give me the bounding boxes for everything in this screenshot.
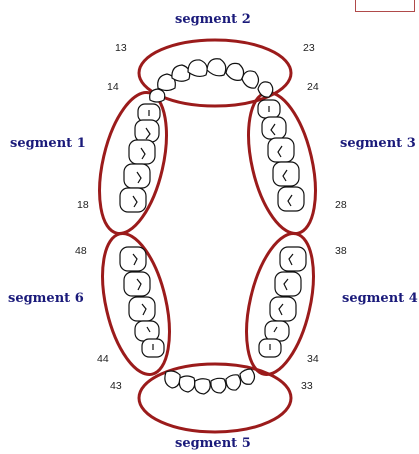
tooth-28a — [273, 162, 299, 186]
tooth-number-34: 34 — [307, 353, 319, 365]
tooth-11 — [188, 60, 207, 77]
tooth-number-28: 28 — [335, 199, 347, 211]
tooth-33 — [240, 369, 255, 384]
tooth-28b — [278, 187, 304, 211]
segment-3-label: segment 3 — [340, 136, 416, 151]
tooth-43 — [165, 371, 180, 388]
tooth-18a — [124, 164, 150, 188]
tooth-48 — [120, 247, 146, 271]
tooth-number-43: 43 — [110, 380, 122, 392]
tooth-36 — [270, 297, 296, 321]
tooth-21 — [207, 59, 226, 76]
tooth-number-24: 24 — [307, 81, 319, 93]
tooth-46 — [129, 297, 155, 321]
tooth-42 — [179, 376, 194, 392]
tooth-41 — [195, 379, 211, 394]
tooth-number-38: 38 — [335, 245, 347, 257]
segment-6-label: segment 6 — [8, 291, 84, 306]
tooth-number-33: 33 — [301, 380, 313, 392]
tooth-number-13: 13 — [115, 42, 127, 54]
segment-2-label: segment 2 — [175, 12, 251, 27]
tooth-number-14: 14 — [107, 81, 119, 93]
tooth-14 — [150, 89, 165, 102]
tooth-17 — [129, 140, 155, 164]
tooth-35 — [265, 321, 289, 341]
tooth-26 — [262, 117, 286, 139]
tooth-37 — [275, 272, 301, 296]
lower-right-posterior-teeth — [120, 247, 164, 357]
segment-5-label: segment 5 — [175, 436, 251, 451]
tooth-number-18: 18 — [77, 199, 89, 211]
tooth-38 — [280, 247, 306, 271]
tooth-23 — [242, 71, 259, 88]
tooth-22 — [226, 63, 244, 80]
tooth-12 — [172, 65, 190, 81]
tooth-18b — [120, 188, 146, 212]
tooth-47 — [124, 272, 150, 296]
segment-4-label: segment 4 — [342, 291, 418, 306]
tooth-27 — [268, 138, 294, 162]
tooth-number-23: 23 — [303, 42, 315, 54]
tooth-31 — [211, 378, 226, 393]
tooth-45 — [135, 321, 159, 341]
segment-1-label: segment 1 — [10, 136, 86, 151]
tooth-number-44: 44 — [97, 353, 109, 365]
upper-front-teeth — [150, 59, 273, 102]
tooth-32 — [226, 375, 241, 390]
lower-front-teeth — [165, 369, 255, 394]
tooth-number-48: 48 — [75, 245, 87, 257]
